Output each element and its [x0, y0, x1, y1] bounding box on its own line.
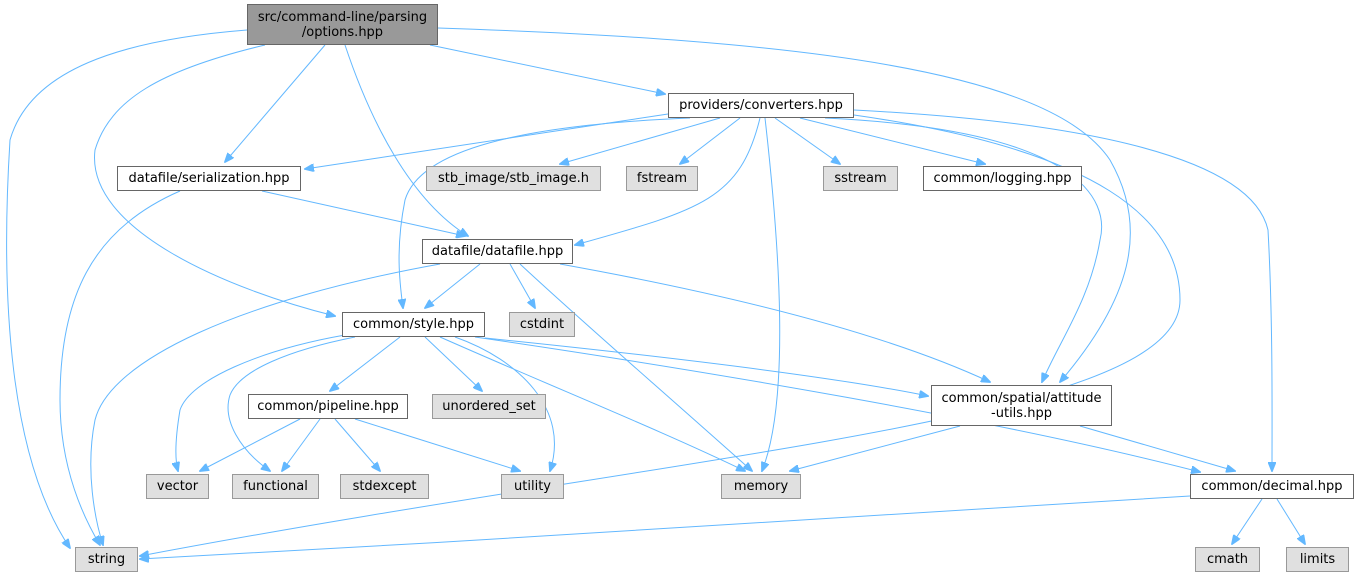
edge-style-to-attitude	[484, 337, 928, 396]
edge-style-to-memory	[439, 336, 745, 471]
edge-pipeline-to-functional	[282, 418, 321, 471]
node-stdexcept: stdexcept	[340, 474, 429, 499]
edge-datafile-to-cstdint	[509, 263, 535, 308]
edge-options-to-style	[94, 44, 335, 316]
node-fstream: fstream	[626, 166, 698, 191]
node-logging[interactable]: common/logging.hpp	[923, 166, 1082, 191]
edge-converters-to-sstream	[774, 117, 840, 164]
node-memory: memory	[721, 474, 801, 499]
edge-options-to-string	[6, 29, 248, 548]
node-sstream: sstream	[823, 166, 898, 191]
node-attitude[interactable]: common/spatial/attitude -utils.hpp	[931, 385, 1112, 426]
node-label: utility	[514, 479, 551, 494]
node-pipeline[interactable]: common/pipeline.hpp	[248, 394, 408, 419]
node-vector: vector	[146, 474, 209, 499]
edge-options-to-serialization	[225, 44, 326, 162]
node-label: string	[87, 552, 126, 567]
edge-style-to-functional	[227, 336, 356, 471]
node-style[interactable]: common/style.hpp	[342, 312, 485, 337]
edge-converters-to-memory	[762, 117, 781, 471]
node-stb: stb_image/stb_image.h	[426, 166, 601, 191]
edge-style-to-vector	[176, 334, 346, 471]
node-label: functional	[243, 479, 308, 494]
edge-serialization-to-datafile	[261, 190, 465, 236]
edge-datafile-to-attitude	[559, 263, 990, 382]
edge-attitude-to-decimal	[1079, 425, 1235, 471]
edge-options-to-attitude	[437, 27, 1131, 382]
node-label: common/decimal.hpp	[1201, 479, 1343, 494]
edge-converters-to-serialization	[305, 113, 669, 169]
node-limits: limits	[1286, 547, 1349, 572]
edge-converters-to-datafile	[575, 117, 761, 245]
node-label: stdexcept	[352, 479, 417, 494]
edge-pipeline-to-stdexcept	[334, 418, 380, 471]
node-label: datafile/serialization.hpp	[128, 171, 290, 186]
edge-style-to-unordered_set	[424, 336, 482, 391]
node-label: limits	[1299, 552, 1336, 567]
node-label: cstdint	[519, 317, 565, 332]
node-label: unordered_set	[442, 399, 536, 414]
edge-options-to-converters	[429, 44, 665, 94]
node-unordered-set: unordered_set	[432, 394, 546, 419]
node-label: datafile/datafile.hpp	[431, 244, 564, 259]
node-label: common/logging.hpp	[933, 171, 1072, 186]
node-serialization[interactable]: datafile/serialization.hpp	[117, 166, 301, 191]
node-label: common/style.hpp	[352, 317, 475, 332]
node-converters[interactable]: providers/converters.hpp	[668, 93, 854, 118]
node-string: string	[75, 547, 138, 572]
edge-converters-to-stb	[560, 117, 721, 164]
node-label: providers/converters.hpp	[679, 98, 843, 113]
edge-converters-to-attitude	[824, 117, 1103, 382]
edge-pipeline-to-utility	[354, 418, 520, 471]
edge-converters-to-fstream	[680, 117, 741, 164]
node-options: src/command-line/parsing /options.hpp	[247, 4, 438, 45]
node-cmath: cmath	[1195, 547, 1260, 572]
node-label: memory	[733, 479, 789, 494]
edge-style-to-utility	[454, 336, 554, 471]
node-label: vector	[156, 479, 199, 494]
node-label: stb_image/stb_image.h	[438, 171, 589, 186]
node-utility: utility	[501, 474, 564, 499]
node-decimal[interactable]: common/decimal.hpp	[1190, 474, 1354, 499]
edge-attitude-to-memory	[790, 425, 961, 471]
edge-converters-to-decimal	[853, 109, 1272, 471]
node-functional: functional	[232, 474, 319, 499]
edge-pipeline-to-vector	[200, 418, 301, 471]
node-label: sstream	[834, 171, 887, 186]
edge-decimal-to-cmath	[1232, 498, 1263, 544]
node-label: src/command-line/parsing /options.hpp	[257, 9, 428, 40]
edge-datafile-to-string	[90, 263, 441, 545]
edge-style-to-pipeline	[330, 336, 401, 391]
edge-style-to-decimal	[474, 336, 1200, 472]
edge-datafile-to-style	[425, 263, 481, 308]
node-cstdint: cstdint	[509, 312, 575, 337]
node-label: common/spatial/attitude -utils.hpp	[941, 390, 1102, 421]
edge-decimal-to-limits	[1276, 498, 1305, 544]
node-label: cmath	[1206, 552, 1249, 567]
edge-options-to-datafile	[344, 44, 468, 236]
edge-serialization-to-string	[59, 190, 181, 545]
edge-converters-to-style	[399, 117, 691, 308]
node-datafile[interactable]: datafile/datafile.hpp	[422, 239, 573, 264]
node-label: fstream	[636, 171, 688, 186]
edge-converters-to-logging	[799, 117, 985, 164]
node-label: common/pipeline.hpp	[257, 399, 399, 414]
edge-datafile-to-memory	[519, 263, 752, 471]
